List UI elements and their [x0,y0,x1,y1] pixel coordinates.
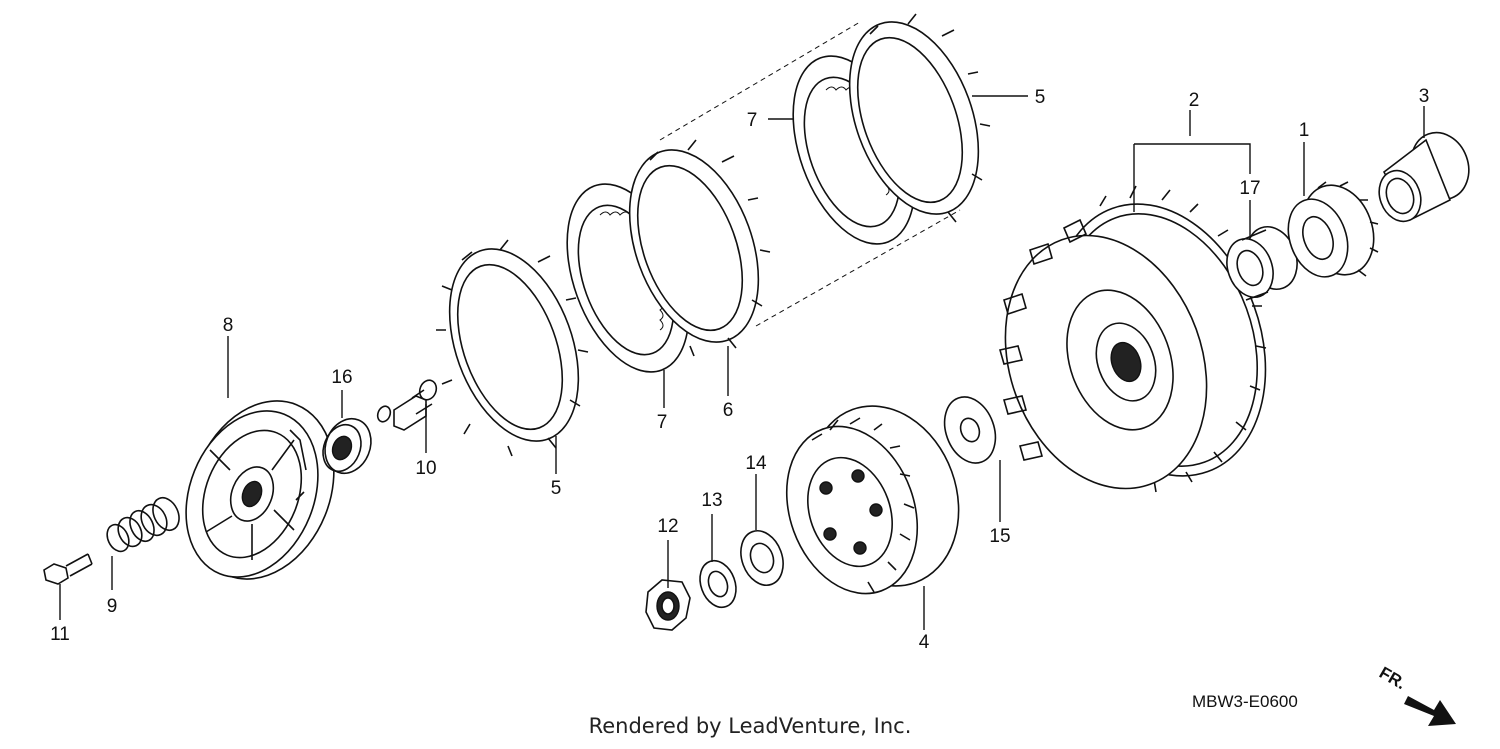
part-11-bolt[interactable] [43,553,93,585]
callout-5-left: 5 [551,478,562,499]
front-direction-label: FR. [1376,663,1409,693]
part-1-drive-sprocket[interactable] [1278,175,1386,285]
part-5-friction-disk-right[interactable] [825,4,1002,232]
part-13-washer[interactable] [694,556,742,613]
callout-2: 2 [1189,90,1200,111]
part-10-lifter-rod[interactable] [375,378,439,431]
callout-7-right: 7 [747,110,758,131]
part-2-clutch-outer[interactable] [971,174,1302,517]
callout-16: 16 [331,367,352,388]
part-8-pressure-plate[interactable] [162,379,359,601]
credit-footer: Rendered by LeadVenture, Inc. [588,714,912,738]
callout-7-left: 7 [657,412,668,433]
part-15-thrust-washer[interactable] [936,390,1004,470]
diagram-code: MBW3-E0600 [1192,692,1298,711]
callout-12: 12 [657,516,678,537]
part-3-collar[interactable] [1372,124,1478,227]
callout-5-right: 5 [1035,87,1046,108]
callout-6: 6 [723,400,734,421]
callout-4: 4 [919,632,930,653]
part-9-spring[interactable] [103,494,184,555]
part-12-lock-nut[interactable] [645,579,691,631]
callout-13: 13 [701,490,722,511]
part-17-needle-bearing[interactable] [1219,220,1305,304]
arrow-right-down-icon [1404,696,1456,726]
callout-1: 1 [1299,120,1310,141]
leader-lines [59,95,1425,630]
callout-15: 15 [989,526,1010,547]
callout-17: 17 [1239,178,1260,199]
part-16-bearing[interactable] [316,412,379,480]
part-6-friction-disk[interactable] [605,132,782,360]
callout-9: 9 [107,596,118,617]
part-4-clutch-center[interactable] [764,385,983,612]
callout-11: 11 [50,624,70,645]
callout-3: 3 [1419,86,1430,107]
callout-8: 8 [223,315,234,336]
callout-labels: 1 2 3 4 5 5 6 7 7 8 9 10 11 12 13 14 15 … [50,86,1429,653]
callout-10: 10 [415,458,436,479]
callout-14: 14 [745,453,767,474]
part-5-friction-disk-left[interactable] [425,231,602,459]
part-14-washer[interactable] [734,525,791,591]
